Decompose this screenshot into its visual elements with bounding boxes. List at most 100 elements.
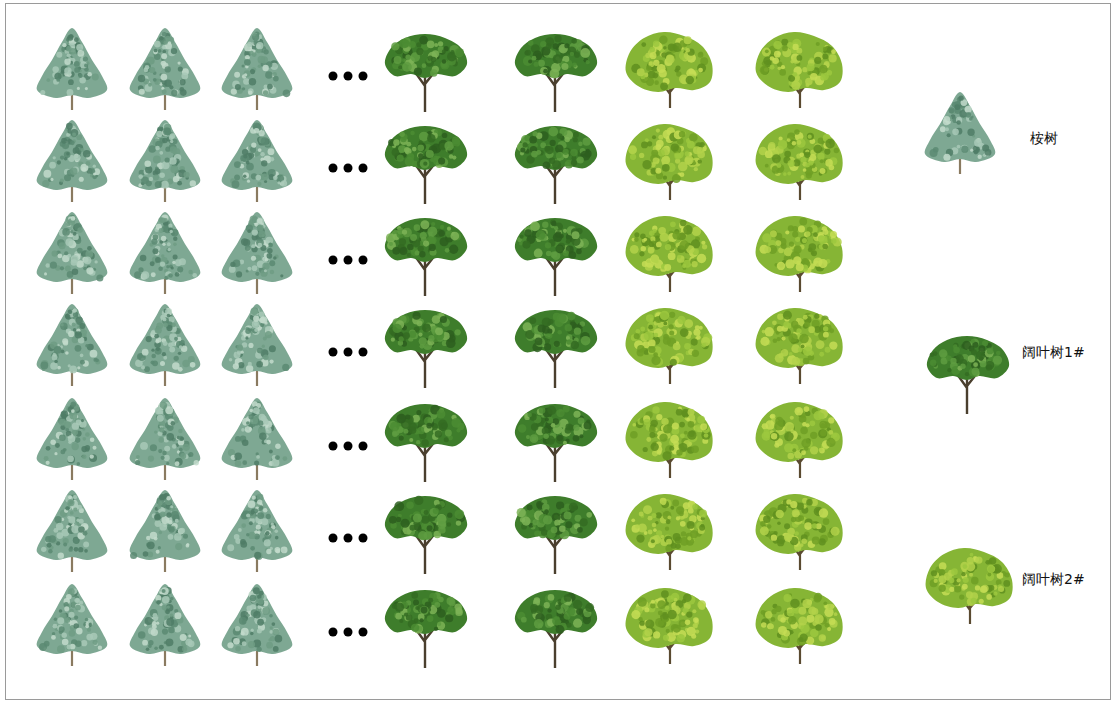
crown [756, 32, 843, 92]
leaf [262, 89, 269, 96]
leaf [694, 167, 698, 171]
leaf [170, 133, 175, 138]
leaf [822, 229, 828, 235]
leaf [54, 346, 62, 354]
leaf [242, 149, 248, 155]
leaf [664, 264, 671, 271]
leaf [153, 78, 157, 82]
leaf [260, 152, 264, 156]
leaf [820, 159, 824, 163]
leaf [158, 49, 161, 52]
leaf [165, 157, 170, 162]
leaf [770, 230, 777, 237]
leaf [71, 217, 74, 220]
leaf [248, 90, 252, 94]
leaf [52, 250, 58, 256]
leaf [162, 352, 166, 356]
leaf [144, 160, 151, 167]
leaf [90, 350, 98, 358]
leaf [265, 71, 272, 78]
leaf [174, 337, 178, 341]
leaf [532, 56, 537, 61]
leaf [796, 55, 802, 61]
ellipsis-dot [329, 164, 338, 173]
leaf [84, 256, 92, 264]
leaf [160, 218, 165, 223]
leaf [651, 255, 659, 263]
leaf [163, 323, 168, 328]
leaf [76, 317, 82, 323]
leaf [391, 337, 395, 341]
leaf [262, 345, 265, 348]
leaf [56, 52, 62, 58]
ellipsis-dot [329, 256, 338, 265]
leaf [71, 216, 76, 221]
leaf [149, 145, 156, 152]
leaf [653, 158, 660, 165]
leaf [528, 59, 532, 63]
leaf [797, 140, 802, 145]
leaf [151, 272, 156, 277]
leaf [548, 319, 553, 324]
leaf [74, 154, 81, 161]
leaf [268, 84, 274, 90]
leaf [452, 155, 456, 159]
leaf [419, 132, 429, 142]
leaf [529, 136, 537, 144]
leaf [670, 221, 676, 227]
leaf [263, 355, 269, 361]
leaf [56, 78, 60, 82]
leaf [247, 180, 250, 183]
leaf [73, 312, 78, 317]
leaf [656, 129, 660, 133]
tree [222, 28, 293, 110]
crown [515, 310, 597, 354]
leaf [77, 50, 84, 57]
leaf [243, 172, 249, 178]
leaf [72, 323, 76, 327]
leaf [431, 57, 436, 62]
leaf [253, 316, 259, 322]
leaf [153, 248, 159, 254]
leaf [403, 332, 410, 339]
leaf [267, 248, 273, 254]
leaf [260, 323, 264, 327]
leaf [77, 366, 80, 369]
leaf [146, 336, 152, 342]
leaf [442, 133, 447, 138]
leaf [792, 226, 798, 232]
leaf [277, 181, 280, 184]
leaf [692, 227, 701, 236]
leaf [785, 230, 789, 234]
leaf [565, 324, 572, 331]
leaf [428, 335, 434, 341]
leaf [538, 60, 545, 67]
leaf [536, 230, 546, 240]
leaf [150, 360, 154, 364]
tree [626, 216, 713, 292]
leaf [155, 181, 162, 188]
leaf [162, 243, 165, 246]
tree [130, 212, 201, 294]
leaf [784, 151, 791, 158]
leaf [235, 84, 241, 90]
leaf [178, 367, 183, 372]
leaf [574, 52, 580, 58]
tree [37, 28, 108, 110]
leaf [518, 143, 527, 152]
leaf [273, 72, 277, 76]
leaf [429, 244, 436, 251]
leaf [162, 161, 170, 169]
leaf [167, 314, 170, 317]
leaf [669, 324, 674, 329]
leaf [161, 53, 167, 59]
leaf [409, 41, 416, 48]
leaf [181, 73, 188, 80]
leaf [829, 341, 837, 349]
leaf [418, 246, 424, 252]
leaf [69, 310, 73, 314]
leaf [648, 346, 655, 353]
leaf [697, 254, 706, 263]
leaf [392, 148, 400, 156]
crown [385, 218, 467, 262]
